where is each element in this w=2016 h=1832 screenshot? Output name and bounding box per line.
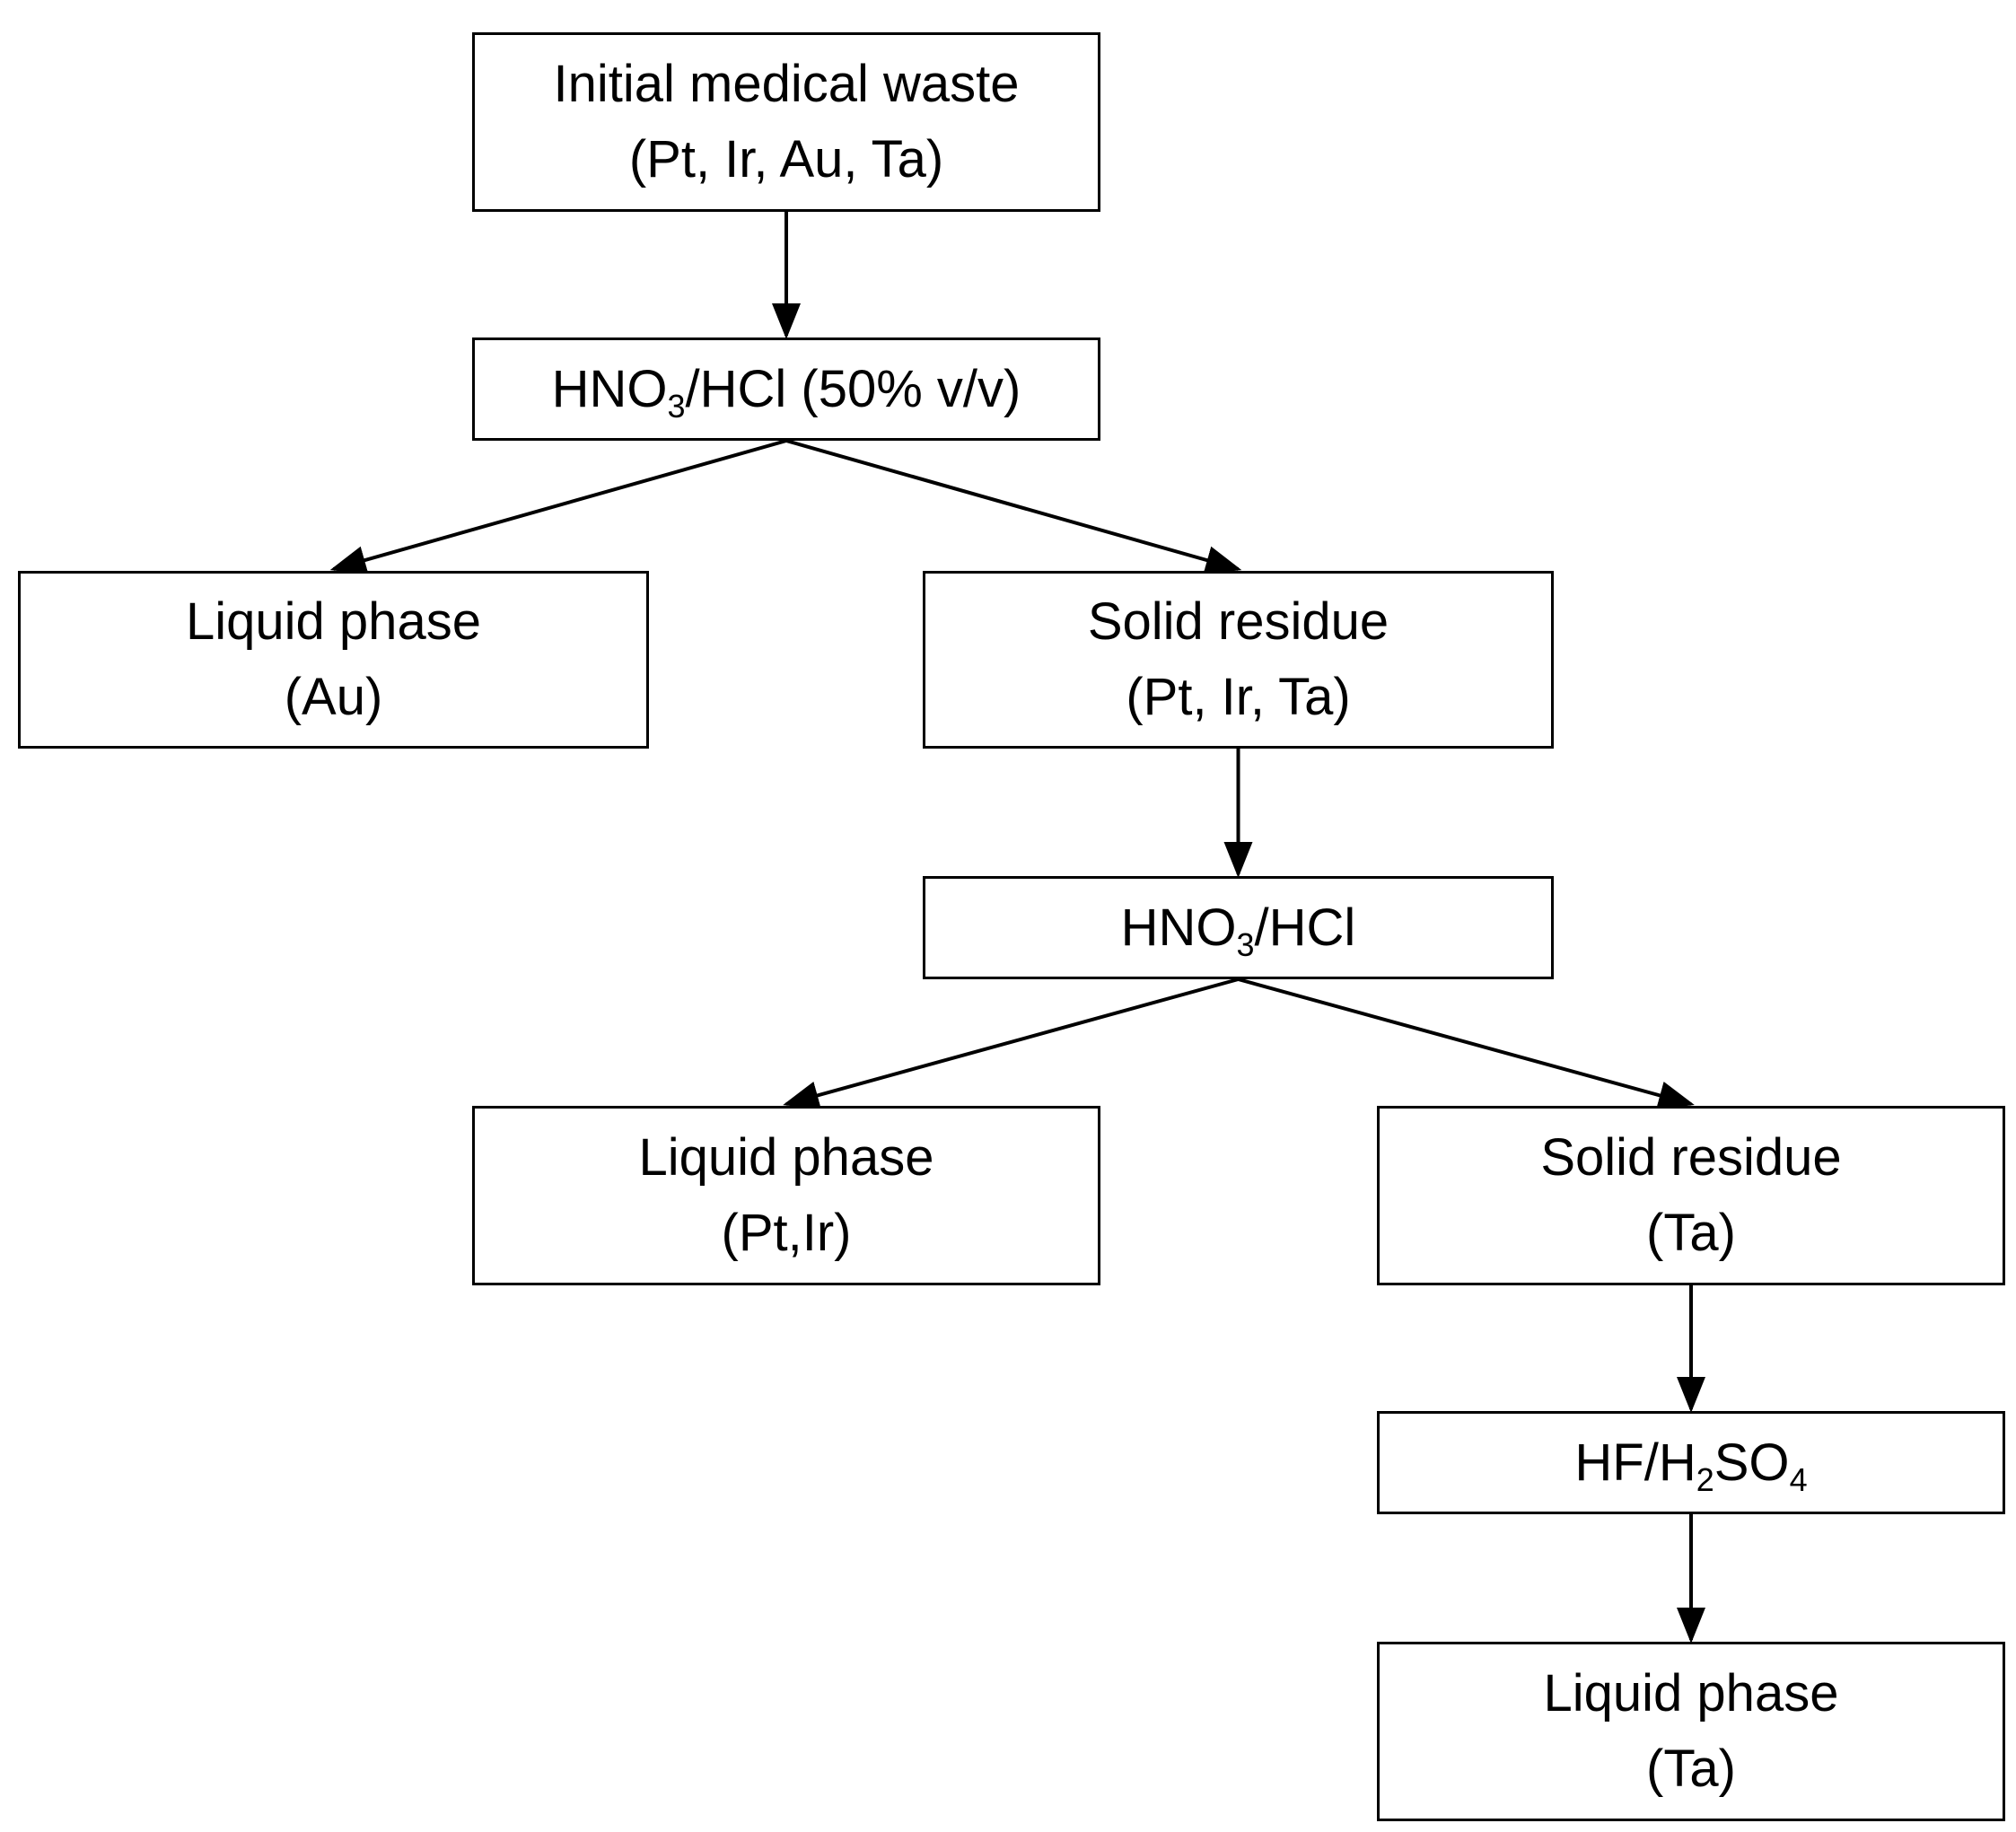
step3-subscript-1: 2 [1696,1461,1714,1499]
node-reagent-hf-h2so4: HF/H2SO4 [1377,1411,2005,1514]
step2-prefix: HNO [1120,898,1237,957]
node-initial-medical-waste: Initial medical waste (Pt, Ir, Au, Ta) [472,32,1100,212]
step1-subscript: 3 [667,388,686,425]
step2-subscript: 3 [1236,926,1255,964]
node-reagent-hno3-hcl: HNO3/HCl [923,876,1554,979]
arrow-step2-to-solid2 [1237,977,1695,1109]
node-liquid-phase-ta: Liquid phase (Ta) [1377,1642,2005,1821]
step3-subscript-2: 4 [1789,1461,1808,1499]
step2-suffix: /HCl [1254,898,1356,957]
node-liquid2-title: Liquid phase [638,1127,934,1187]
node-solid1-title: Solid residue [1087,592,1389,651]
node-step2-label: HNO3/HCl [1121,901,1356,961]
node-solid2-elements: (Ta) [1646,1204,1736,1262]
node-step1-label: HNO3/HCl (50% v/v) [552,363,1021,423]
node-reagent-hno3-hcl-50: HNO3/HCl (50% v/v) [472,337,1100,441]
node-liquid1-title: Liquid phase [186,592,481,651]
node-liquid2-elements: (Pt,Ir) [721,1204,852,1262]
step3-mid: SO [1714,1433,1790,1492]
node-solid1-elements: (Pt, Ir, Ta) [1126,668,1351,726]
arrow-step1-to-liquid1 [329,439,787,574]
node-liquid1-elements: (Au) [284,668,383,726]
node-solid-residue-ta: Solid residue (Ta) [1377,1106,2005,1285]
node-liquid3-title: Liquid phase [1543,1663,1839,1722]
node-liquid-phase-au: Liquid phase (Au) [18,571,649,749]
arrow-step2-to-liquid2 [783,977,1240,1109]
node-initial-elements: (Pt, Ir, Au, Ta) [628,130,944,188]
step1-suffix: /HCl (50% v/v) [685,359,1021,418]
node-initial-title: Initial medical waste [553,54,1020,113]
node-solid-residue-pt-ir-ta: Solid residue (Pt, Ir, Ta) [923,571,1554,749]
node-solid2-title: Solid residue [1540,1127,1842,1187]
step1-prefix: HNO [551,359,668,418]
node-step3-label: HF/H2SO4 [1574,1436,1807,1496]
arrow-step1-to-solid1 [785,439,1242,574]
node-liquid3-elements: (Ta) [1646,1740,1736,1798]
node-liquid-phase-pt-ir: Liquid phase (Pt,Ir) [472,1106,1100,1285]
step3-prefix: HF/H [1574,1433,1696,1492]
